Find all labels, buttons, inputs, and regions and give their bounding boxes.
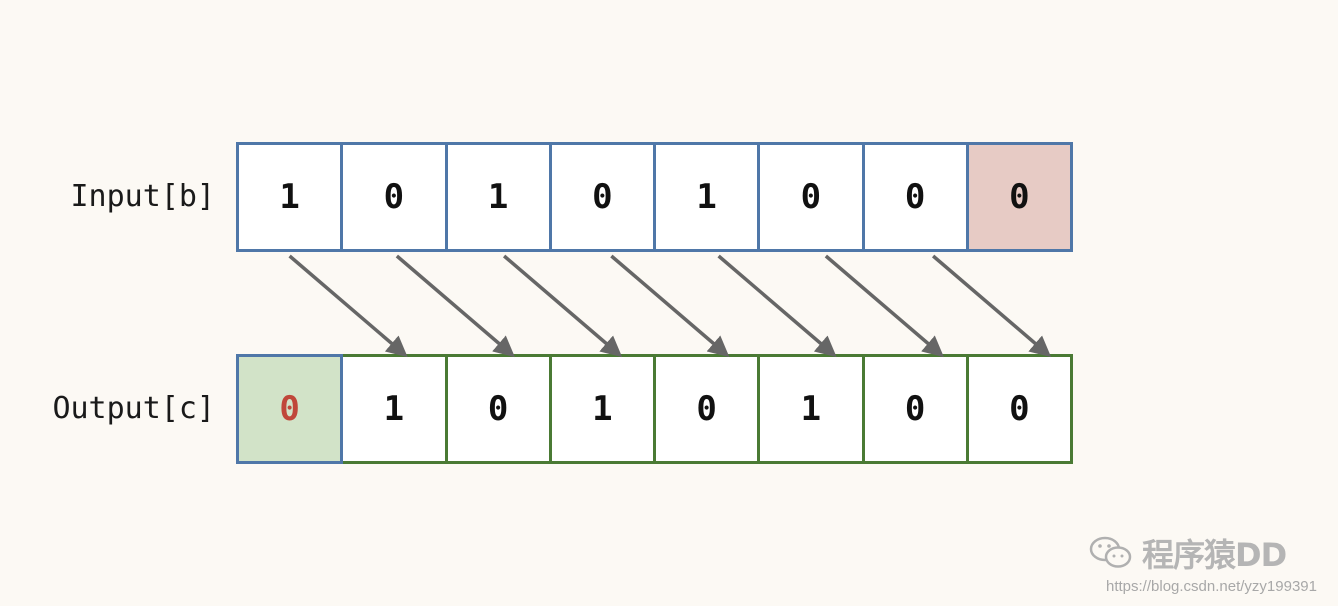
output-bit-cell: 1: [757, 354, 865, 464]
shift-arrow: [288, 254, 408, 358]
watermark: 程序猿DD: [1088, 530, 1287, 576]
output-row-label: Output[c]: [52, 391, 215, 426]
input-bit-cell: 1: [653, 142, 761, 252]
input-bit-cell: 0: [340, 142, 448, 252]
shift-arrow: [824, 254, 944, 358]
output-bit-cell: 0: [861, 354, 969, 464]
shift-arrow: [717, 254, 837, 358]
input-bit-cell: 0: [757, 142, 865, 252]
output-bit-cell: 0: [444, 354, 552, 464]
watermark-brand: 程序猿DD: [1142, 536, 1287, 574]
shift-arrow: [502, 254, 623, 358]
input-dropped-bit-cell: 0: [965, 142, 1073, 252]
output-bit-cell: 1: [548, 354, 656, 464]
input-bit-cell: 0: [548, 142, 656, 252]
input-row-label: Input[b]: [70, 179, 216, 214]
input-bit-cell: 1: [444, 142, 552, 252]
shift-arrow: [610, 254, 730, 358]
input-bit-cell: 0: [861, 142, 969, 252]
output-bit-cell: 0: [653, 354, 761, 464]
watermark-url: https://blog.csdn.net/yzy199391: [1106, 578, 1317, 595]
shift-arrow: [395, 254, 515, 358]
wechat-icon: [1089, 536, 1132, 568]
output-bit-cell: 1: [340, 354, 448, 464]
output-bit-row: 0 1 0 1 0 1 0 0: [236, 354, 1073, 464]
output-filled-bit-cell: 0: [236, 354, 344, 464]
shift-arrow: [931, 254, 1052, 358]
input-bit-cell: 1: [236, 142, 344, 252]
input-bit-row: 1 0 1 0 1 0 0 0: [236, 142, 1073, 252]
output-bit-cell: 0: [965, 354, 1073, 464]
